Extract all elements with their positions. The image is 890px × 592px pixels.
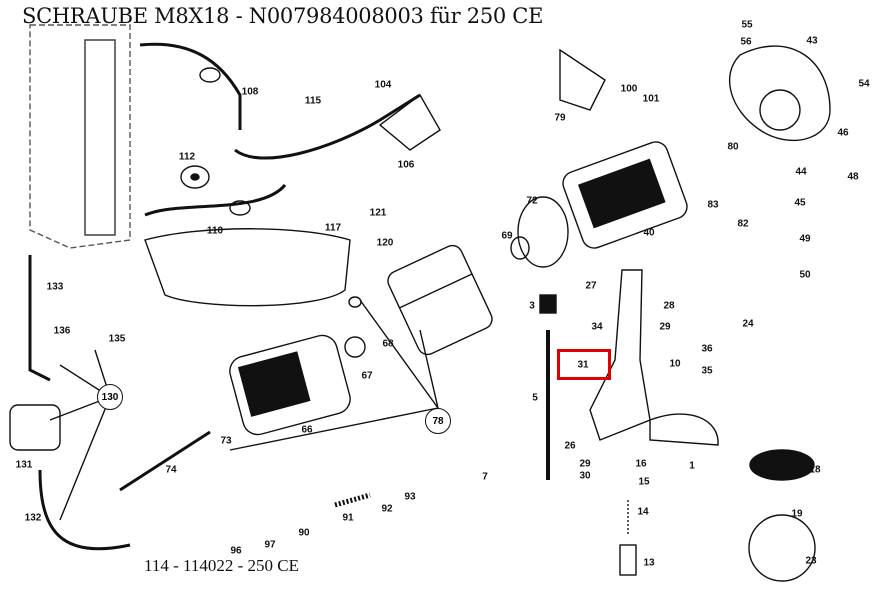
part-label[interactable]: 29: [579, 458, 591, 470]
part-group-callout[interactable]: 130: [97, 384, 123, 410]
part-label[interactable]: 120: [376, 237, 394, 249]
part-label[interactable]: 90: [298, 527, 310, 539]
part-label[interactable]: 50: [799, 269, 811, 281]
part-label[interactable]: 46: [837, 127, 849, 139]
part-label[interactable]: 36: [701, 343, 713, 355]
part-label[interactable]: 49: [799, 233, 811, 245]
part-label[interactable]: 96: [230, 545, 242, 557]
part-label[interactable]: 136: [53, 325, 71, 337]
part-label[interactable]: 15: [638, 476, 650, 488]
part-label[interactable]: 5: [532, 392, 538, 404]
part-label[interactable]: 34: [591, 321, 603, 333]
part-label[interactable]: 74: [165, 464, 177, 476]
part-label[interactable]: 106: [397, 159, 415, 171]
part-label[interactable]: 72: [526, 195, 538, 207]
part-label[interactable]: 1: [689, 460, 695, 472]
part-label[interactable]: 91: [342, 512, 354, 524]
part-label-highlighted[interactable]: 31: [577, 359, 589, 371]
part-label[interactable]: 23: [805, 555, 817, 567]
part-label[interactable]: 132: [24, 512, 42, 524]
part-label[interactable]: 115: [304, 95, 322, 107]
highlight-box: [557, 349, 611, 380]
diagram-reference: 114 - 114022 - 250 CE: [144, 556, 300, 575]
part-label[interactable]: 27: [585, 280, 597, 292]
page-title: SCHRAUBE M8X18 - N007984008003 für 250 C…: [22, 4, 544, 28]
part-label[interactable]: 83: [707, 199, 719, 211]
part-label[interactable]: 110: [206, 225, 224, 237]
part-label[interactable]: 82: [737, 218, 749, 230]
part-label[interactable]: 3: [529, 300, 535, 312]
part-label[interactable]: 13: [643, 557, 655, 569]
part-label[interactable]: 30: [579, 470, 591, 482]
part-label[interactable]: 68: [382, 338, 394, 350]
part-label[interactable]: 44: [795, 166, 807, 178]
part-label[interactable]: 101: [642, 93, 660, 105]
part-label[interactable]: 24: [742, 318, 754, 330]
part-label[interactable]: 16: [635, 458, 647, 470]
part-label[interactable]: 69: [501, 230, 513, 242]
part-label[interactable]: 117: [324, 222, 342, 234]
part-label[interactable]: 100: [620, 83, 638, 95]
part-label[interactable]: 93: [404, 491, 416, 503]
part-label[interactable]: 80: [727, 141, 739, 153]
part-label[interactable]: 7: [482, 471, 488, 483]
part-label[interactable]: 67: [361, 370, 373, 382]
part-label[interactable]: 14: [637, 506, 649, 518]
part-label[interactable]: 92: [381, 503, 393, 515]
part-label[interactable]: 35: [701, 365, 713, 377]
part-label[interactable]: 135: [108, 333, 126, 345]
part-group-callout[interactable]: 78: [425, 408, 451, 434]
part-label[interactable]: 104: [374, 79, 392, 91]
part-label[interactable]: 56: [740, 36, 752, 48]
part-label[interactable]: 121: [369, 207, 387, 219]
part-label[interactable]: 97: [264, 539, 276, 551]
part-label[interactable]: 54: [858, 78, 870, 90]
part-label[interactable]: 133: [46, 281, 64, 293]
part-label[interactable]: 55: [741, 19, 753, 31]
part-label[interactable]: 108: [241, 86, 259, 98]
part-label[interactable]: 18: [809, 464, 821, 476]
part-label[interactable]: 29: [659, 321, 671, 333]
part-label[interactable]: 48: [847, 171, 859, 183]
part-label[interactable]: 131: [15, 459, 33, 471]
part-label[interactable]: 40: [643, 227, 655, 239]
part-label[interactable]: 73: [220, 435, 232, 447]
part-label[interactable]: 112: [178, 151, 196, 163]
part-label[interactable]: 19: [791, 508, 803, 520]
part-label[interactable]: 66: [301, 424, 313, 436]
part-label[interactable]: 28: [663, 300, 675, 312]
part-label[interactable]: 79: [554, 112, 566, 124]
part-label[interactable]: 10: [669, 358, 681, 370]
part-label[interactable]: 45: [794, 197, 806, 209]
part-label[interactable]: 26: [564, 440, 576, 452]
part-label[interactable]: 43: [806, 35, 818, 47]
